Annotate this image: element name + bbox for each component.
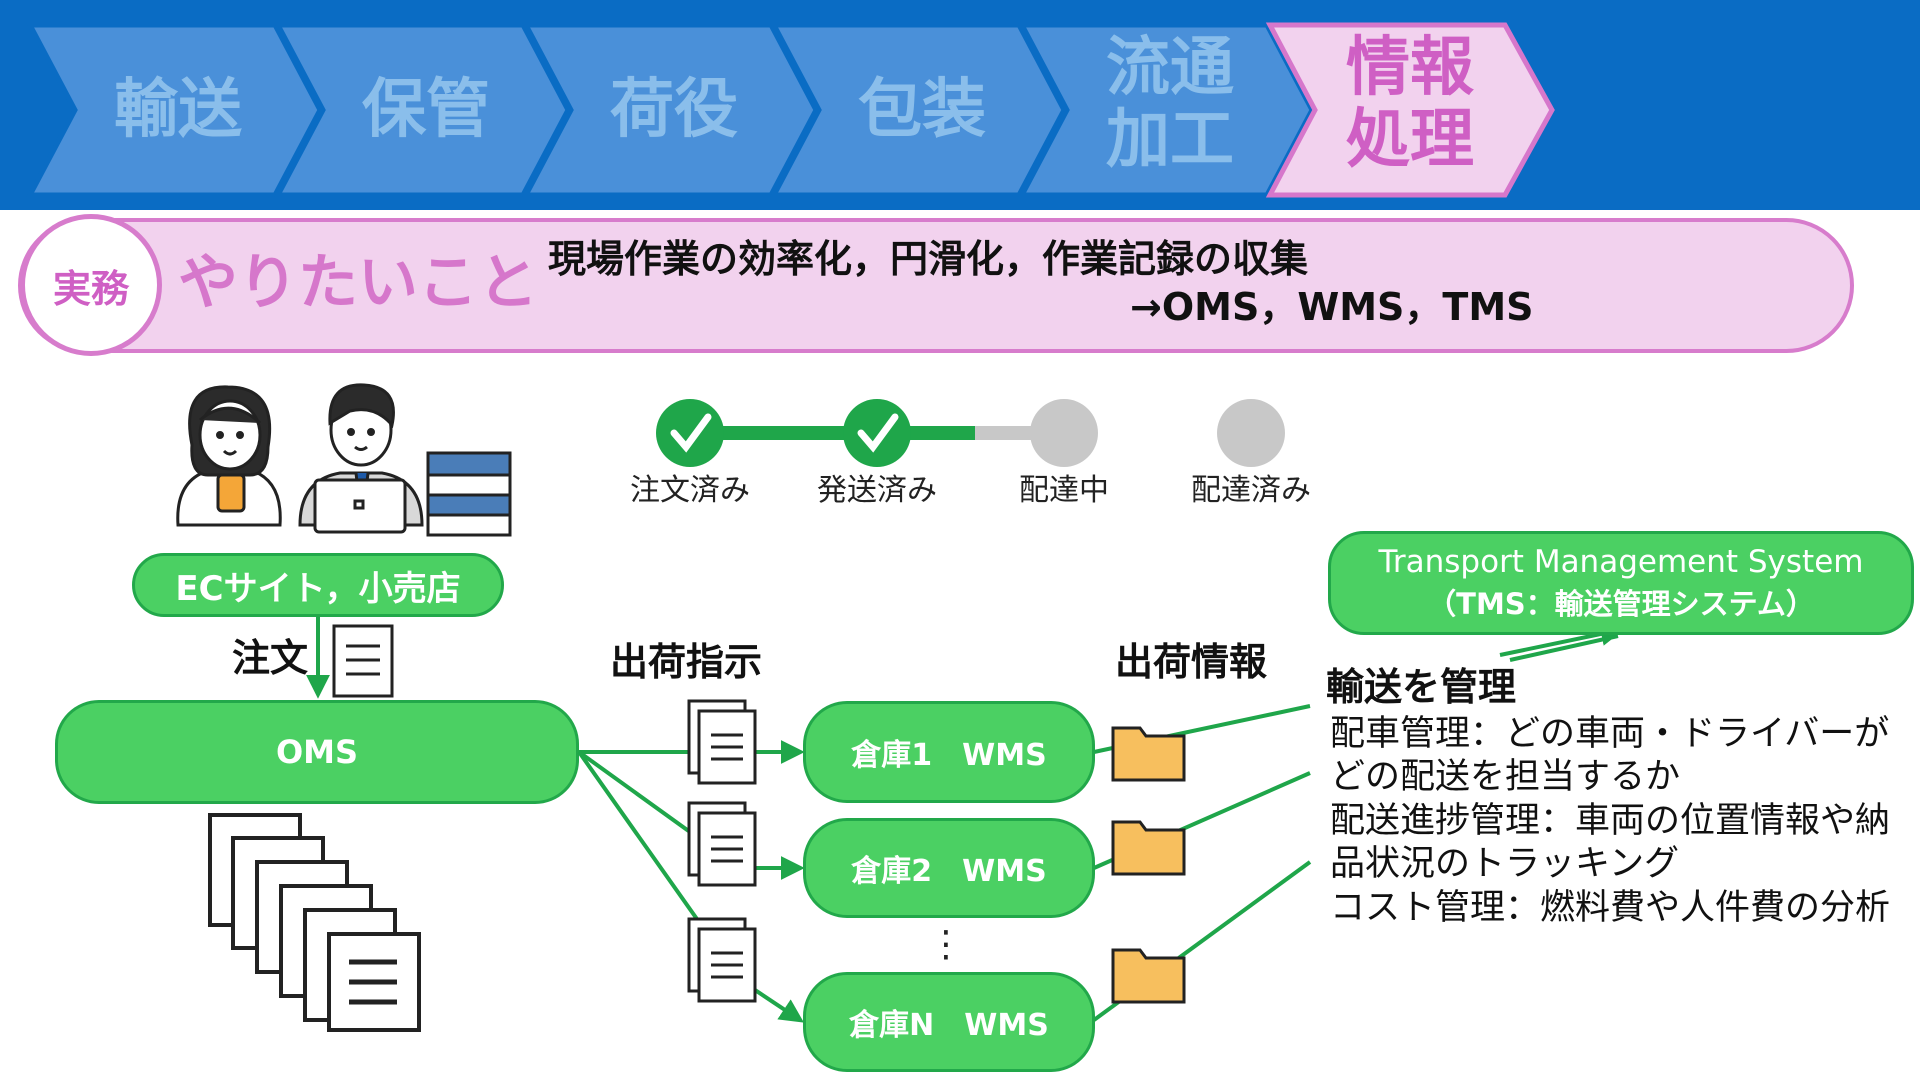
document-icon <box>687 801 757 887</box>
tms-title: Transport Management System <box>1378 544 1864 580</box>
process-step-1: 輸送 <box>98 74 258 146</box>
banner-heading: やりたいこと <box>178 248 538 318</box>
ellipsis-vertical: ⋮ <box>928 924 964 965</box>
folder-icon <box>1111 726 1186 782</box>
step-label: 流通 <box>1106 31 1234 105</box>
step-label: 包装 <box>858 73 986 147</box>
status-dot-done <box>656 399 724 467</box>
users-illustration <box>176 383 512 537</box>
tms-subtitle: （TMS：輸送管理システム） <box>1427 587 1815 621</box>
wms-node-2: 倉庫2 WMS <box>803 818 1095 918</box>
folder-icon <box>1111 948 1186 1004</box>
chevron-shape <box>769 22 1067 198</box>
step-label: 荷役 <box>610 73 738 147</box>
binders-icon <box>426 451 512 537</box>
process-step-6-active: 情報 処理 <box>1330 32 1490 176</box>
step-label: 輸送 <box>114 73 242 147</box>
tms-node: Transport Management System （TMS：輸送管理システ… <box>1328 531 1914 635</box>
process-step-4: 包装 <box>842 74 1002 146</box>
status-label-shipped: 発送済み <box>817 473 937 508</box>
documents-stack-icon <box>208 813 421 1032</box>
man-with-laptop-icon <box>298 383 424 534</box>
tms-detail-line: どの配送を担当するか <box>1330 757 1681 797</box>
shipping-instruction-label: 出荷指示 <box>610 640 763 684</box>
wms-node-n: 倉庫N WMS <box>803 972 1095 1072</box>
step-label: 保管 <box>362 73 490 147</box>
status-dot-pending <box>1030 399 1098 467</box>
goal-banner <box>18 218 1854 353</box>
step-label: 処理 <box>1346 103 1474 177</box>
process-step-5: 流通 加工 <box>1090 32 1250 176</box>
status-dot-done <box>843 399 911 467</box>
checkmark-icon <box>670 413 712 453</box>
document-icon <box>687 917 757 1003</box>
process-step-2: 保管 <box>346 74 506 146</box>
practice-badge: 実務 <box>20 214 162 356</box>
status-label-ordered: 注文済み <box>630 473 750 508</box>
chevron-shape <box>1017 22 1315 198</box>
shipping-info-label: 出荷情報 <box>1115 640 1268 684</box>
goal-text-line2: →OMS，WMS，TMS <box>1130 285 1534 329</box>
process-step-3: 荷役 <box>594 74 754 146</box>
folder-icon <box>1111 820 1186 876</box>
chevron-shape <box>273 22 571 198</box>
wms-node-1: 倉庫1 WMS <box>803 701 1095 803</box>
step-label: 情報 <box>1346 31 1474 105</box>
step-label: 加工 <box>1106 103 1234 177</box>
tms-detail-line: 配車管理：どの車両・ドライバーが <box>1330 714 1890 754</box>
process-chevrons <box>25 22 1555 198</box>
manage-transport-heading: 輸送を管理 <box>1326 665 1517 709</box>
checkmark-icon <box>857 413 899 453</box>
woman-with-phone-icon <box>176 385 282 527</box>
instruction-documents <box>687 699 757 1003</box>
chevron-shape <box>25 22 323 198</box>
chevron-active-shape <box>1265 22 1555 198</box>
shipping-info-folders <box>1111 726 1186 1004</box>
ec-site-node: ECサイト，小売店 <box>132 553 504 617</box>
status-dot-pending <box>1217 399 1285 467</box>
order-label: 注文 <box>232 636 309 680</box>
tms-detail-line: 品状況のトラッキング <box>1330 844 1679 884</box>
status-label-delivered: 配達済み <box>1191 473 1311 508</box>
document-icon <box>687 699 757 785</box>
chevron-shape <box>521 22 819 198</box>
oms-node: OMS <box>55 700 579 804</box>
status-label-in-transit: 配達中 <box>1019 473 1109 508</box>
tms-detail-line: 配送進捗管理：車両の位置情報や納 <box>1330 801 1891 841</box>
goal-text-line1: 現場作業の効率化，円滑化，作業記録の収集 <box>548 237 1309 281</box>
document-icon <box>332 624 394 698</box>
delivery-status-tracker <box>656 399 1285 467</box>
tms-detail-line: コスト管理：燃料費や人件費の分析 <box>1330 888 1891 928</box>
